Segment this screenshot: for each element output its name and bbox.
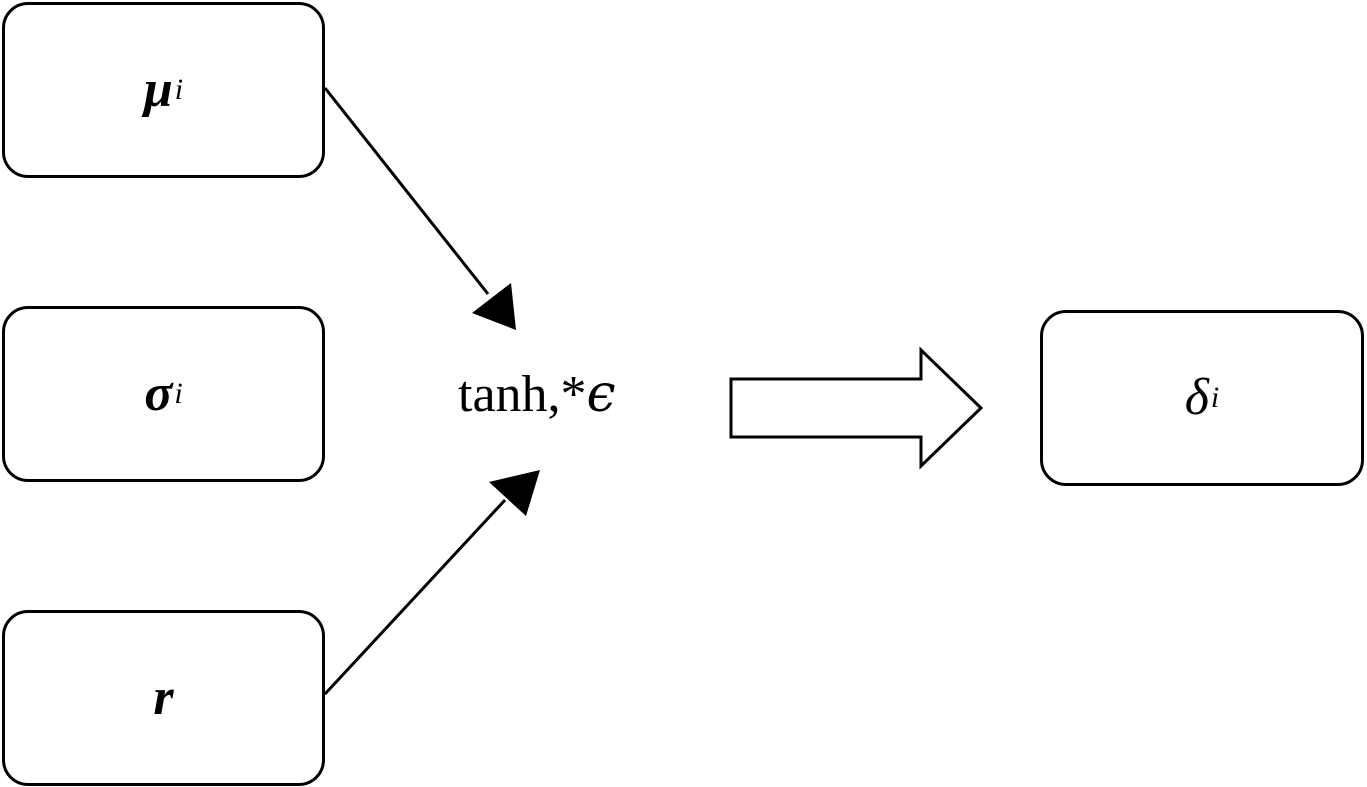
node-delta-symbol: δ [1184,369,1209,426]
operation-label: tanh,*ϵ [458,368,616,421]
node-mu-symbol: μ [143,61,173,118]
arrow-r-to-operation-head [489,470,540,516]
arrow-mu-to-operation-head [472,283,516,330]
node-sigma-subscript: i [174,377,183,410]
node-r: r [2,610,325,786]
node-sigma-symbol: σ [144,365,173,422]
operation-epsilon: ϵ [586,364,616,424]
node-mu-subscript: i [174,73,184,106]
arrow-r-to-operation-line [323,498,507,696]
node-r-symbol: r [153,669,174,726]
arrow-mu-to-operation-line [323,87,490,295]
operation-text: tanh,* [458,366,587,423]
node-delta-subscript: i [1210,381,1220,414]
block-arrow-operation-to-delta [729,346,984,470]
